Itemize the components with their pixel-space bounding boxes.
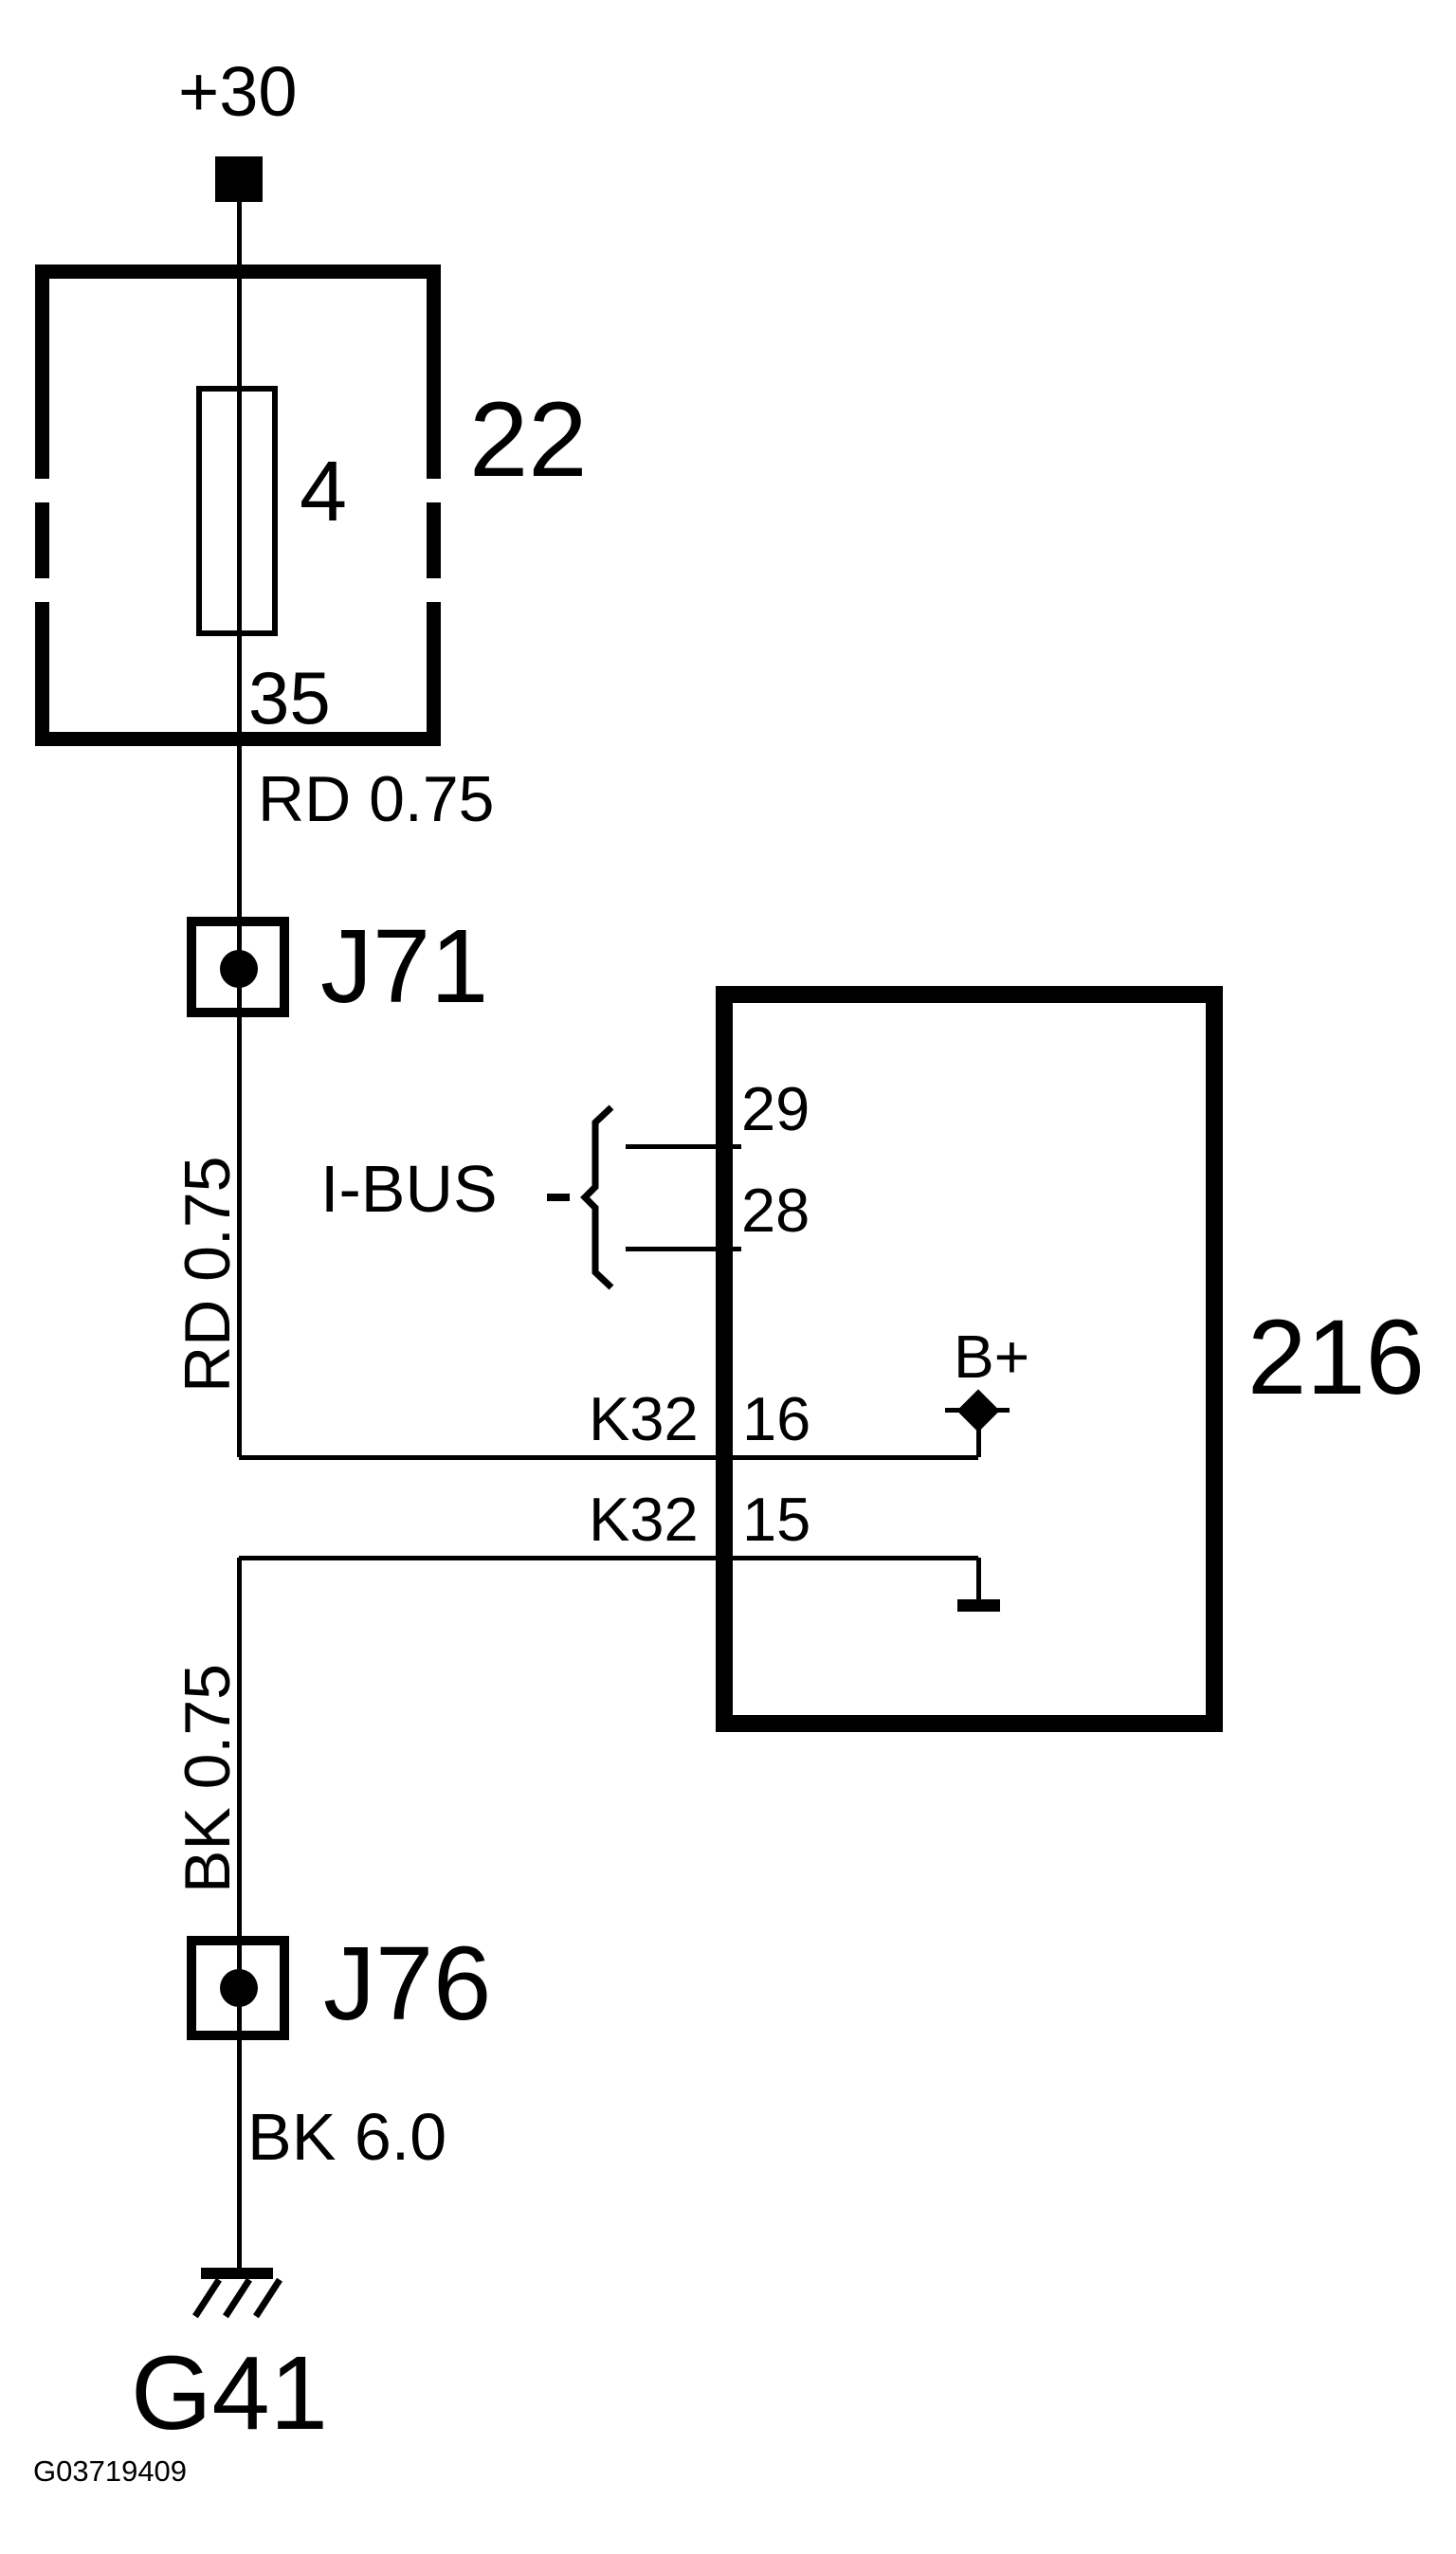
ibus-dash: [547, 1194, 570, 1201]
fuse-box-border-top: [35, 265, 441, 279]
ibus-label: I-BUS: [320, 1152, 498, 1226]
power-source-label: +30: [178, 52, 298, 131]
wire-pin28-stub: [626, 1247, 741, 1251]
pin-15-label: 15: [742, 1485, 811, 1554]
internal-ground-wire: [976, 1558, 981, 1600]
ground-symbol-bar-icon: [201, 2268, 273, 2279]
splice-j76-label: J76: [323, 1925, 492, 2042]
internal-ground-bar-icon: [957, 1599, 1000, 1612]
wire-pin15: [239, 1556, 978, 1560]
wire-pin29-stub: [626, 1144, 741, 1149]
fuse-box-border-bottom: [35, 732, 441, 746]
connector-k32-pin16-label: K32: [589, 1384, 699, 1453]
fuse-box-border-right: [427, 502, 441, 578]
wire-feed-vertical: [237, 202, 242, 1457]
bplus-drop-wire: [976, 1410, 981, 1457]
wire-pin16: [239, 1455, 978, 1460]
pin-16-label: 16: [742, 1384, 811, 1453]
fuse-box-22: [35, 265, 441, 746]
wire-feed-label: RD 0.75: [258, 763, 495, 835]
fuse-box-border-left: [35, 602, 49, 746]
fuse-box-id-label: 22: [469, 380, 588, 499]
pin-29-label: 29: [741, 1074, 810, 1143]
module-216-box: [716, 986, 1223, 1732]
splice-j76-dot-icon: [220, 1969, 258, 2007]
fuse-output-pin-label: 35: [248, 656, 331, 739]
splice-j71-icon: [187, 917, 289, 1017]
wire-ground-heavy-label: BK 6.0: [247, 2100, 447, 2174]
pin-28-label: 28: [741, 1176, 810, 1245]
battery-terminal-icon: [215, 156, 263, 202]
connector-k32-pin15-label: K32: [589, 1485, 699, 1554]
module-216-label: 216: [1247, 1298, 1425, 1416]
wire-ground-vertical: [237, 1558, 242, 2268]
splice-j71-label: J71: [320, 908, 489, 1025]
ground-symbol-hatch-icon: [192, 2277, 222, 2319]
figure-id-label: G03719409: [33, 2454, 188, 2488]
splice-j76-icon: [187, 1936, 289, 2040]
fuse-box-border-left: [35, 502, 49, 578]
ground-id-label: G41: [131, 2335, 328, 2452]
ibus-brace-icon: [580, 1104, 614, 1290]
ground-symbol-hatch-icon: [253, 2277, 282, 2319]
fuse-box-border-right: [427, 265, 441, 479]
fuse-box-border-right: [427, 602, 441, 746]
wire-feed-vertical-label: RD 0.75: [172, 1156, 244, 1393]
ground-symbol-hatch-icon: [223, 2277, 252, 2319]
fuse-value-label: 4: [300, 445, 348, 539]
fuse-box-border-left: [35, 265, 49, 479]
wire-ground-vertical-label: BK 0.75: [172, 1664, 244, 1893]
bplus-label: B+: [954, 1323, 1030, 1391]
fuse-symbol-icon: [196, 386, 278, 636]
splice-j71-dot-icon: [220, 950, 258, 988]
